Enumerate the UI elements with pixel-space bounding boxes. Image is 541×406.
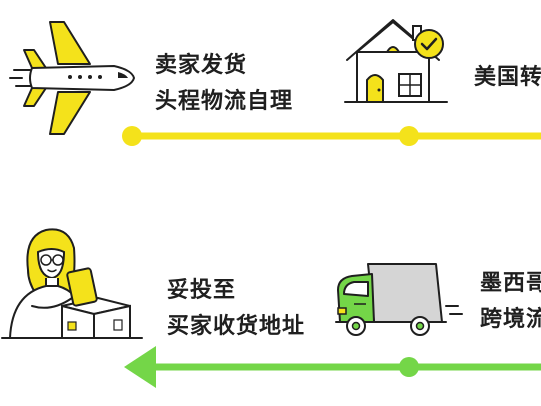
step3-line1: 墨西哥 [480,271,541,296]
arrow-left-icon [124,346,156,388]
airplane-icon [9,21,135,135]
step4-line1: 妥投至 [167,278,237,303]
timeline-dot-step1 [122,126,142,146]
step2-line1: 美国转 [474,65,541,90]
house-check-icon [344,19,448,103]
timeline-dot-step3 [399,357,419,377]
woman-with-parcel-icon [1,228,143,339]
step1-line1: 卖家发货 [155,53,248,78]
timeline-dot-step2 [399,126,419,146]
step1-line2: 头程物流自理 [155,89,294,114]
bottom-timeline [124,346,541,388]
top-timeline [122,126,541,146]
delivery-truck-icon [335,263,463,336]
step3-line2: 跨境流 [480,307,541,332]
step4-line2: 买家收货地址 [167,314,306,339]
